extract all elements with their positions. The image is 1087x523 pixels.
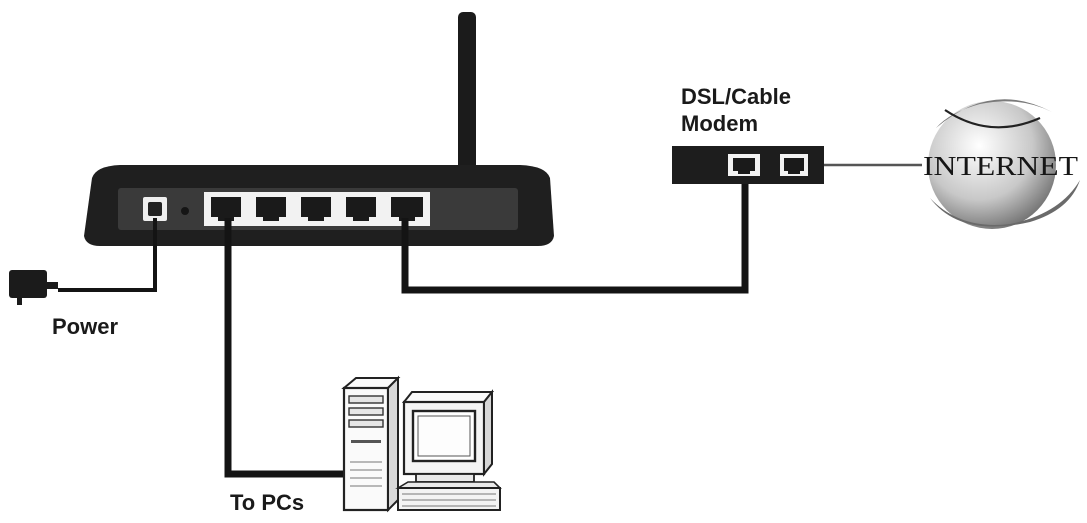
lan-cable bbox=[224, 218, 356, 478]
lan-port-4 bbox=[346, 197, 376, 221]
power-jack bbox=[143, 197, 167, 221]
desktop-computer-icon bbox=[341, 375, 502, 513]
router-ports bbox=[204, 192, 430, 226]
power-cable bbox=[58, 218, 157, 292]
modem-label-line1: DSL/Cable bbox=[681, 84, 791, 109]
pc-keyboard bbox=[395, 481, 502, 511]
pc-tower bbox=[341, 375, 401, 513]
internet-label: INTERNET bbox=[923, 151, 1079, 181]
globe-icon bbox=[928, 99, 1080, 229]
wan-port bbox=[391, 197, 423, 221]
power-label: Power bbox=[52, 314, 118, 339]
wan-cable bbox=[401, 170, 749, 294]
lan-port-3 bbox=[301, 197, 331, 221]
modem-icon bbox=[672, 146, 824, 184]
lan-port-1 bbox=[211, 197, 241, 221]
pc-monitor bbox=[401, 389, 495, 483]
router-icon bbox=[84, 165, 554, 246]
to-pcs-label: To PCs bbox=[230, 490, 304, 515]
power-adapter-icon bbox=[9, 270, 58, 305]
reset-button bbox=[181, 207, 189, 215]
lan-port-2 bbox=[256, 197, 286, 221]
modem-label-line2: Modem bbox=[681, 111, 758, 136]
